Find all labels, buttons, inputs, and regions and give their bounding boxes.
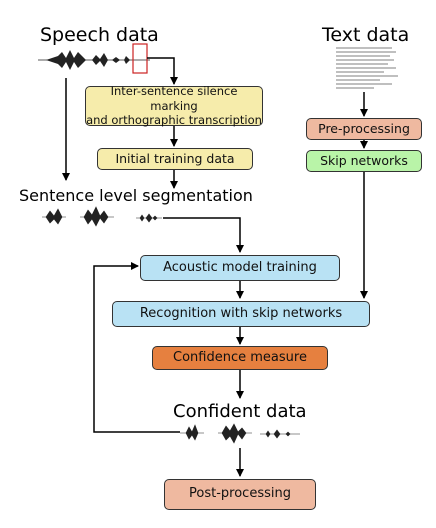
confidence-box: Confidence measure [152, 346, 328, 370]
silence-marking-line1: Inter-sentence silence marking [110, 84, 238, 113]
segment-waveform-icon [42, 206, 162, 227]
speech-waveform-icon [38, 50, 150, 70]
recognition-box: Recognition with skip networks [112, 301, 370, 327]
initial-training-box: Initial training data [97, 148, 253, 170]
arrows [62, 57, 368, 477]
acoustic-training-box: Acoustic model training [140, 255, 340, 281]
silence-marking-line2: and orthographic transcription [86, 113, 262, 128]
speech-data-heading: Speech data [40, 24, 159, 46]
silence-marking-box: Inter-sentence silence marking and ortho… [85, 84, 263, 128]
text-data-heading: Text data [322, 24, 410, 46]
confident-data-heading: Confident data [173, 401, 307, 422]
sentence-segmentation-heading: Sentence level segmentation [19, 186, 253, 205]
pre-processing-box: Pre-processing [306, 118, 422, 140]
skip-networks-box: Skip networks [306, 150, 422, 172]
selection-highlight [132, 43, 148, 74]
confident-waveform-icon [180, 423, 300, 444]
text-document-icon [336, 47, 398, 89]
post-processing-box: Post-processing [164, 479, 316, 510]
